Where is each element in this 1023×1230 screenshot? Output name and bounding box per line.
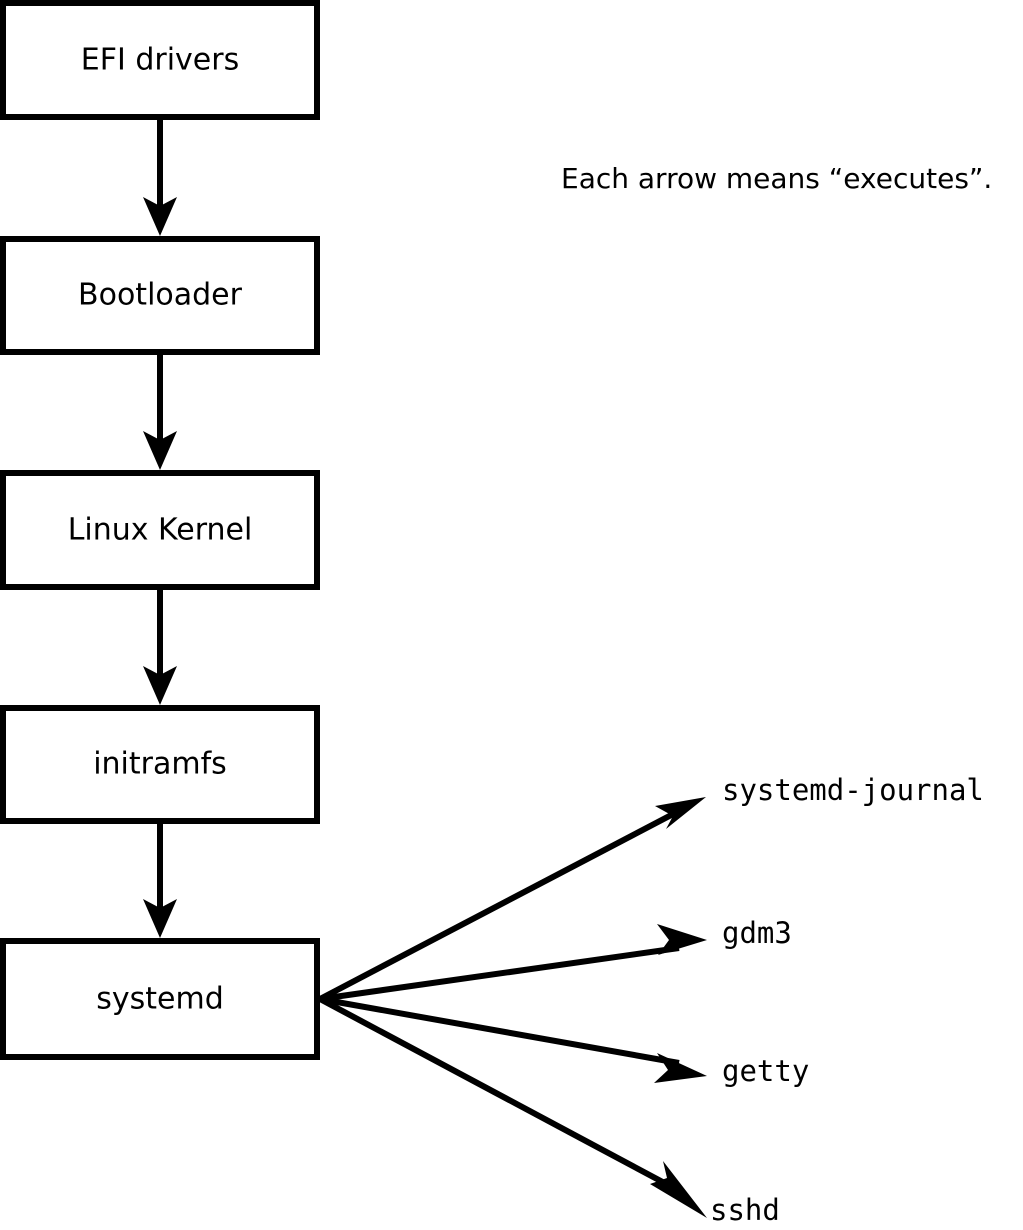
flow-arrow-kernel-to-initramfs [143, 587, 177, 705]
stage-node-systemd[interactable]: systemd [0, 938, 320, 1060]
stage-label-initramfs: initramfs [93, 747, 227, 782]
fan-line-sshd [318, 996, 674, 1190]
stage-node-linux-kernel[interactable]: Linux Kernel [0, 470, 320, 590]
stage-box-bootloader [0, 236, 320, 355]
stage-label-systemd: systemd [96, 982, 224, 1017]
flow-arrow-efi-to-bootloader [143, 117, 177, 236]
flow-arrow-initramfs-to-systemd [143, 821, 177, 938]
fan-arrow-systemd-to-gdm3 [319, 924, 707, 1002]
fan-line-gdm3 [319, 945, 680, 1002]
stage-node-bootloader[interactable]: Bootloader [0, 236, 320, 355]
arrow-head-sshd [650, 1161, 707, 1218]
fan-line-getty [319, 996, 680, 1066]
arrow-head-systemd-journal [655, 797, 706, 829]
arrow-head-bootloader-to-kernel [143, 431, 177, 470]
legend-caption: Each arrow means “executes”. [561, 162, 992, 195]
stage-box-efi-drivers [0, 0, 320, 120]
stage-box-linux-kernel [0, 470, 320, 590]
stage-label-efi-drivers: EFI drivers [81, 43, 239, 78]
flow-arrow-bootloader-to-kernel [143, 352, 177, 470]
service-label-getty: getty [722, 1054, 809, 1088]
stage-node-initramfs[interactable]: initramfs [0, 705, 320, 824]
arrow-head-initramfs-to-systemd [143, 899, 177, 938]
service-label-sshd: sshd [710, 1193, 780, 1227]
fan-arrow-systemd-to-sshd [318, 996, 707, 1218]
service-label-gdm3: gdm3 [722, 916, 792, 950]
fan-arrow-systemd-to-getty [319, 996, 707, 1083]
stage-node-efi-drivers[interactable]: EFI drivers [0, 0, 320, 120]
fan-line-systemd-journal [318, 809, 679, 1002]
arrow-head-gdm3 [657, 924, 707, 955]
arrow-head-getty [654, 1053, 707, 1083]
service-label-systemd-journal: systemd-journal [722, 773, 984, 807]
arrow-head-kernel-to-initramfs [143, 666, 177, 705]
arrow-head-efi-to-bootloader [143, 197, 177, 236]
stage-label-bootloader: Bootloader [78, 278, 243, 313]
stage-box-systemd [0, 938, 320, 1060]
fan-arrow-systemd-to-systemd-journal [318, 797, 706, 1002]
stage-label-linux-kernel: Linux Kernel [68, 513, 253, 548]
